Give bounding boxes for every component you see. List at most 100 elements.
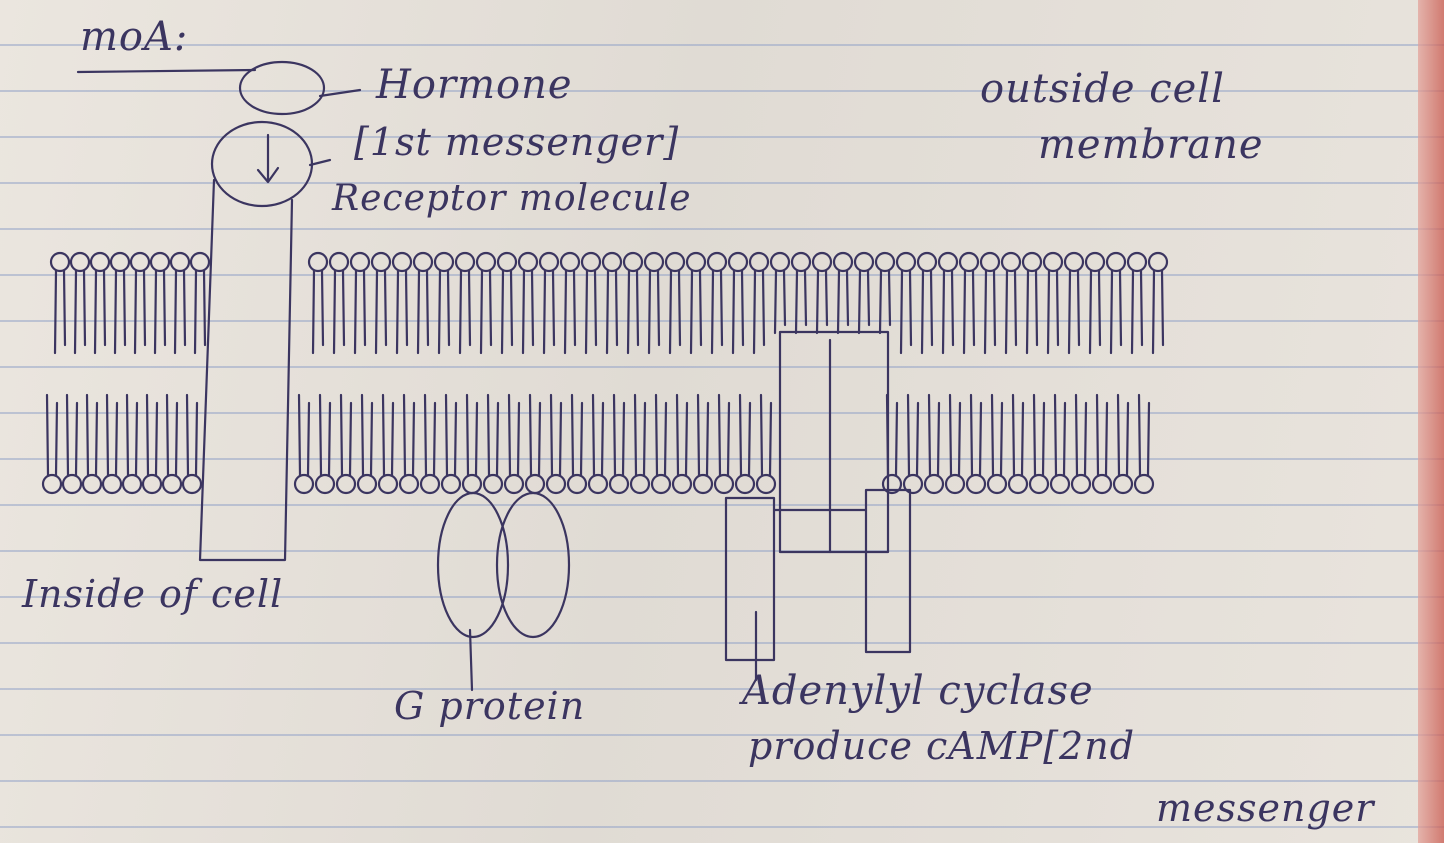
phospholipid-tail [175,271,176,353]
phospholipid-tail [901,271,902,353]
phospholipid-tail [116,403,117,475]
phospholipid-tail [167,395,168,475]
phospholipid-tail [917,403,918,475]
phospholipid-tail [770,403,771,475]
phospholipid-head [981,253,999,271]
phospholipid-tail [742,271,743,345]
phospholipid-tail [922,271,923,353]
phospholipid-tail [761,395,762,475]
phospholipid-tail [1069,271,1070,353]
outer-lipid-layer [51,253,1167,353]
phospholipid-tail [994,271,995,345]
label-first-messenger: [1st messenger] [354,120,679,164]
phospholipid-tail [1022,403,1023,475]
phospholipid-head [337,475,355,493]
phospholipid-tail [308,403,309,475]
phospholipid-head [442,475,460,493]
phospholipid-tail [502,271,503,353]
phospholipid-tail [115,271,116,353]
phospholipid-head [379,475,397,493]
label-messenger: messenger [1156,786,1374,830]
phospholipid-tail [392,403,393,475]
phospholipid-tail [355,271,356,353]
phospholipid-head [834,253,852,271]
phospholipid-tail [1106,403,1107,475]
phospholipid-head [526,475,544,493]
phospholipid-head [1149,253,1167,271]
phospholipid-tail [1141,271,1142,345]
phospholipid-tail [156,403,157,475]
phospholipid-tail [439,271,440,353]
hormone-circle [240,62,324,114]
phospholipid-tail [1036,271,1037,345]
phospholipid-tail [56,403,57,475]
phospholipid-head [505,475,523,493]
phospholipid-tail [427,271,428,345]
phospholipid-tail [195,271,196,353]
phospholipid-head [498,253,516,271]
phospholipid-tail [686,403,687,475]
phospholipid-head [421,475,439,493]
phospholipid-head [792,253,810,271]
phospholipid-head [91,253,109,271]
phospholipid-tail [880,271,881,333]
phospholipid-tail [1111,271,1112,353]
phospholipid-tail [959,403,960,475]
phospholipid-head [967,475,985,493]
phospholipid-tail [616,271,617,345]
phospholipid-head [813,253,831,271]
phospholipid-tail [896,403,897,475]
phospholipid-head [750,253,768,271]
phospholipid-head [1023,253,1041,271]
phospholipid-head [519,253,537,271]
phospholipid-head [183,475,201,493]
phospholipid-tail [144,271,145,345]
phospholipid-tail [544,271,545,353]
phospholipid-tail [644,403,645,475]
phospholipid-tail [719,395,720,475]
phospholipid-tail [796,271,797,333]
phospholipid-tail [952,271,953,345]
phospholipid-tail [1118,395,1119,475]
phospholipid-tail [1076,395,1077,475]
phospholipid-tail [469,271,470,345]
phospholipid-tail [740,395,741,475]
phospholipid-head [111,253,129,271]
phospholipid-head [603,253,621,271]
phospholipid-tail [574,271,575,345]
phospholipid-head [1030,475,1048,493]
phospholipid-tail [707,403,708,475]
receptor-body-left [200,180,292,560]
phospholipid-tail [679,271,680,345]
phospholipid-tail [553,271,554,345]
phospholipid-tail [784,271,785,325]
phospholipid-head [316,475,334,493]
phospholipid-tail [523,271,524,353]
phospholipid-head [414,253,432,271]
phospholipid-tail [488,395,489,475]
phospholipid-tail [84,271,85,345]
phospholipid-head [63,475,81,493]
phospholipid-head [624,253,642,271]
inner-lipid-layer [43,395,1153,493]
phospholipid-tail [859,271,860,333]
phospholipid-tail [938,403,939,475]
phospholipid-tail [581,403,582,475]
phospholipid-tail [1001,403,1002,475]
phospholipid-tail [385,271,386,345]
phospholipid-tail [1013,395,1014,475]
phospholipid-head [1009,475,1027,493]
hormone-pointer [320,90,360,96]
phospholipid-tail [658,271,659,345]
phospholipid-head [83,475,101,493]
phospholipid-head [960,253,978,271]
phospholipid-tail [334,271,335,353]
phospholipid-tail [187,395,188,475]
phospholipid-tail [67,395,68,475]
phospholipid-head [631,475,649,493]
phospholipid-head [309,253,327,271]
phospholipid-tail [670,271,671,353]
phospholipid-tail [455,403,456,475]
phospholipid-tail [1078,271,1079,345]
phospholipid-tail [371,403,372,475]
